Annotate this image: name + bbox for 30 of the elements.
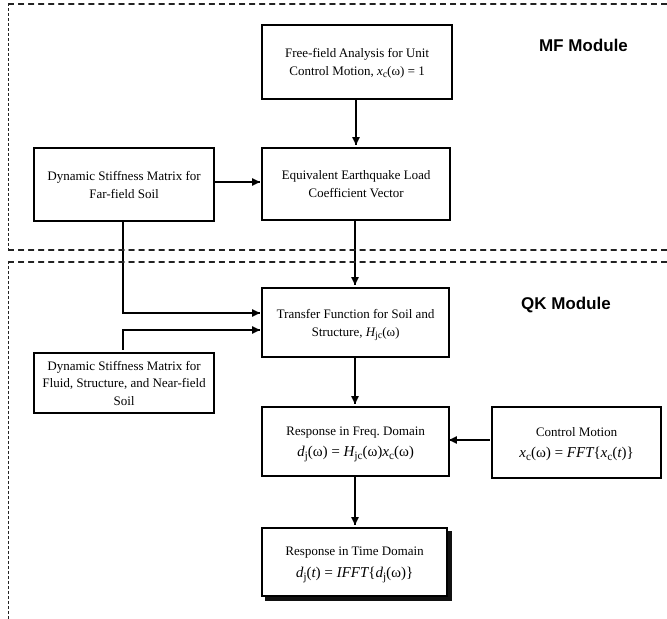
process-box — [33, 352, 215, 414]
arrow — [214, 178, 260, 186]
box-text: Control Motion — [536, 422, 618, 440]
module-region — [8, 261, 667, 619]
box-text: Free-field Analysis for Unit Control Motion, x$_{c}$(ω) = 1 — [284, 44, 430, 80]
arrow — [351, 219, 359, 285]
box-text: Response in Freq. Domain — [286, 422, 425, 440]
arrow — [352, 98, 360, 145]
box-text: Equivalent Earthquake Load Coefficient Vector — [280, 166, 432, 202]
module-label: MF Module — [539, 35, 628, 57]
module-region — [8, 3, 667, 251]
box-text: Transfer Function for Soil and Structure, H$_{jc}$(ω) — [276, 304, 436, 340]
process-box — [33, 147, 215, 222]
process-box — [491, 406, 662, 479]
arrow — [122, 220, 260, 317]
process-box — [261, 147, 451, 221]
process-box — [261, 24, 453, 100]
process-box — [261, 406, 450, 477]
box-text: Response in Time Domain — [285, 542, 424, 560]
arrow — [449, 436, 490, 444]
box-text: Dynamic Stiffness Matrix for Fluid, Structure, and Near-field Soil — [41, 356, 207, 410]
arrow — [351, 356, 359, 404]
box-text: d$_{j}$(ω) = H$_{jc}$(ω)x$_{c}$(ω) — [297, 443, 414, 462]
arrow — [351, 475, 359, 525]
arrow — [122, 326, 260, 350]
box-text: Dynamic Stiffness Matrix for Far-field Soil — [46, 166, 202, 202]
module-label: QK Module — [521, 293, 611, 315]
box-text: x$_{c}$(ω) = FFT{x$_{c}$(t)} — [519, 444, 634, 462]
box-text: d$_{j}$(t) = IFFT{d$_{j}$(ω)} — [296, 564, 414, 582]
process-box — [261, 287, 450, 358]
